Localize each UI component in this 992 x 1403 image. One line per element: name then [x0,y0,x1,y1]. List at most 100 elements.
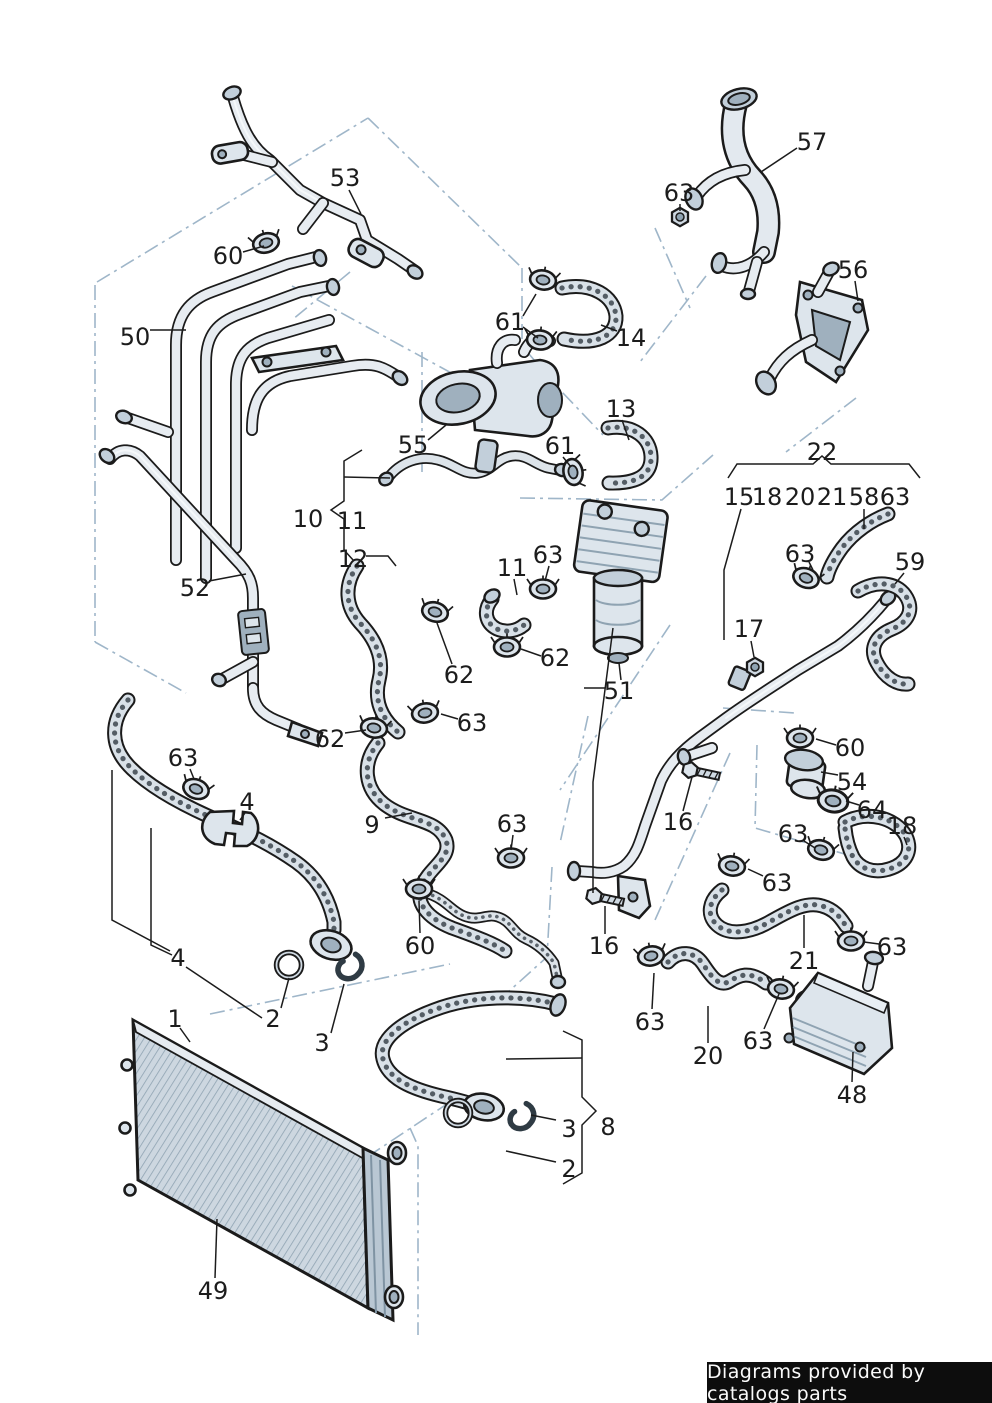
part-14-hose [554,279,624,349]
leader-line-13 [621,419,630,441]
part-9-hose [359,735,513,959]
leader-line-49 [214,1218,218,1279]
part-callout-12-13: 12 [338,545,369,573]
part-callout-8-56: 8 [600,1113,615,1141]
part-54-cap [783,748,827,800]
leader-line-17 [750,640,755,658]
part-callout-63-32: 63 [168,744,199,772]
part-callout-61-10: 61 [545,432,576,460]
part-callout-63-51: 63 [635,1008,666,1036]
leader-line-62 [344,729,367,734]
part-callout-3-50: 3 [314,1029,329,1057]
part-callout-63-21: 63 [785,540,816,568]
part-callout-51-27: 51 [604,677,635,705]
part-callout-2-57: 2 [561,1155,576,1183]
leader-line-1 [179,1027,191,1043]
retaining-hooks [337,952,535,1130]
part-51-cooler-unit [572,499,669,664]
leader-line-55 [427,424,447,441]
footer-credit-bar: Diagrams provided by catalogs parts [707,1360,992,1403]
part-callout-21-45: 21 [789,947,820,975]
part-52-pipe [98,444,324,748]
part-12-hose [340,558,406,740]
leader-line-12 [366,555,397,567]
part-callout-20-17: 20 [785,483,816,511]
part-callout-54-38: 54 [837,768,868,796]
bolt-fittings [584,759,723,912]
part-callout-62-31: 62 [315,725,346,753]
part-13-hose [600,419,659,491]
part-callout-17-28: 17 [734,615,765,643]
part-callout-22-14: 22 [807,438,838,466]
part-4-pipe-clip [201,809,260,848]
part-20-hose [660,946,774,991]
leader-line-57 [760,147,798,173]
leader-line-56 [854,280,859,302]
part-callout-63-4: 63 [664,179,695,207]
leader-line-60 [815,738,837,746]
leader-line-62 [520,648,542,657]
leader-line-60 [242,245,265,253]
part-18-hose-right [837,808,917,879]
part-callout-10-11: 10 [293,505,324,533]
leader-line-2 [505,1150,557,1163]
leader-line-63 [440,713,459,720]
leader-line-63 [189,768,195,780]
leader-line-11 [513,578,518,596]
leader-line-63 [544,565,550,582]
part-callout-15-15: 15 [724,483,755,511]
leader-line-60 [418,900,421,934]
leader-line-61 [522,326,539,339]
part-48-oil-cooler [783,950,894,1076]
leader-line-14 [600,324,618,332]
part-callout-60-37: 60 [835,734,866,762]
part-callout-63-53: 63 [743,1027,774,1055]
part-callout-57-3: 57 [797,128,828,156]
leader-line-4 [239,812,246,821]
leader-line-63 [510,834,514,851]
part-callout-18-40: 18 [887,812,918,840]
part-callout-11-24: 11 [497,554,528,582]
part-58-hose [819,506,896,585]
part-55-pipe [378,438,571,487]
part-callout-16-36: 16 [663,808,694,836]
part-8-hose-group [374,990,567,1122]
leader-line-51 [618,662,622,681]
part-callout-21-18: 21 [817,483,848,511]
part-53-coolant-pipe [210,85,424,280]
part-50-pipe-bundle [115,248,409,584]
leader-line-3 [530,1114,557,1121]
leader-line-16 [682,776,693,812]
part-callout-60-44: 60 [405,932,436,960]
part-callout-18-16: 18 [752,483,783,511]
part-callout-1-48: 1 [167,1005,182,1033]
part-60-vent-hose [420,887,567,990]
part-callout-55-9: 55 [398,431,429,459]
footer-credit-text: Diagrams provided by catalogs parts [707,1360,926,1403]
leader-line-63 [763,993,780,1030]
part-callout-50-2: 50 [120,323,151,351]
part-56-flange [754,261,870,396]
part-callout-58-19: 58 [849,483,880,511]
part-callout-49-58: 49 [198,1277,229,1305]
part-callout-63-25: 63 [533,541,564,569]
leader-line-15 [723,508,742,640]
part-callout-59-22: 59 [895,548,926,576]
leader-line-52 [208,573,247,582]
leader-line-62 [436,622,453,665]
leader-line-63 [863,941,880,945]
part-57-water-outlet [684,87,781,301]
part-callout-11-12: 11 [337,507,368,535]
part-callout-4-47: 4 [170,944,185,972]
part-16-pipe [566,589,897,920]
leader-line-3 [330,983,345,1034]
part-59-hose [850,576,918,692]
part-callout-2-49: 2 [265,1005,280,1033]
part-callout-63-35: 63 [497,810,528,838]
part-11-elbow-hose [478,588,532,639]
part-callout-64-39: 64 [857,796,888,824]
part-callout-20-52: 20 [693,1042,724,1070]
